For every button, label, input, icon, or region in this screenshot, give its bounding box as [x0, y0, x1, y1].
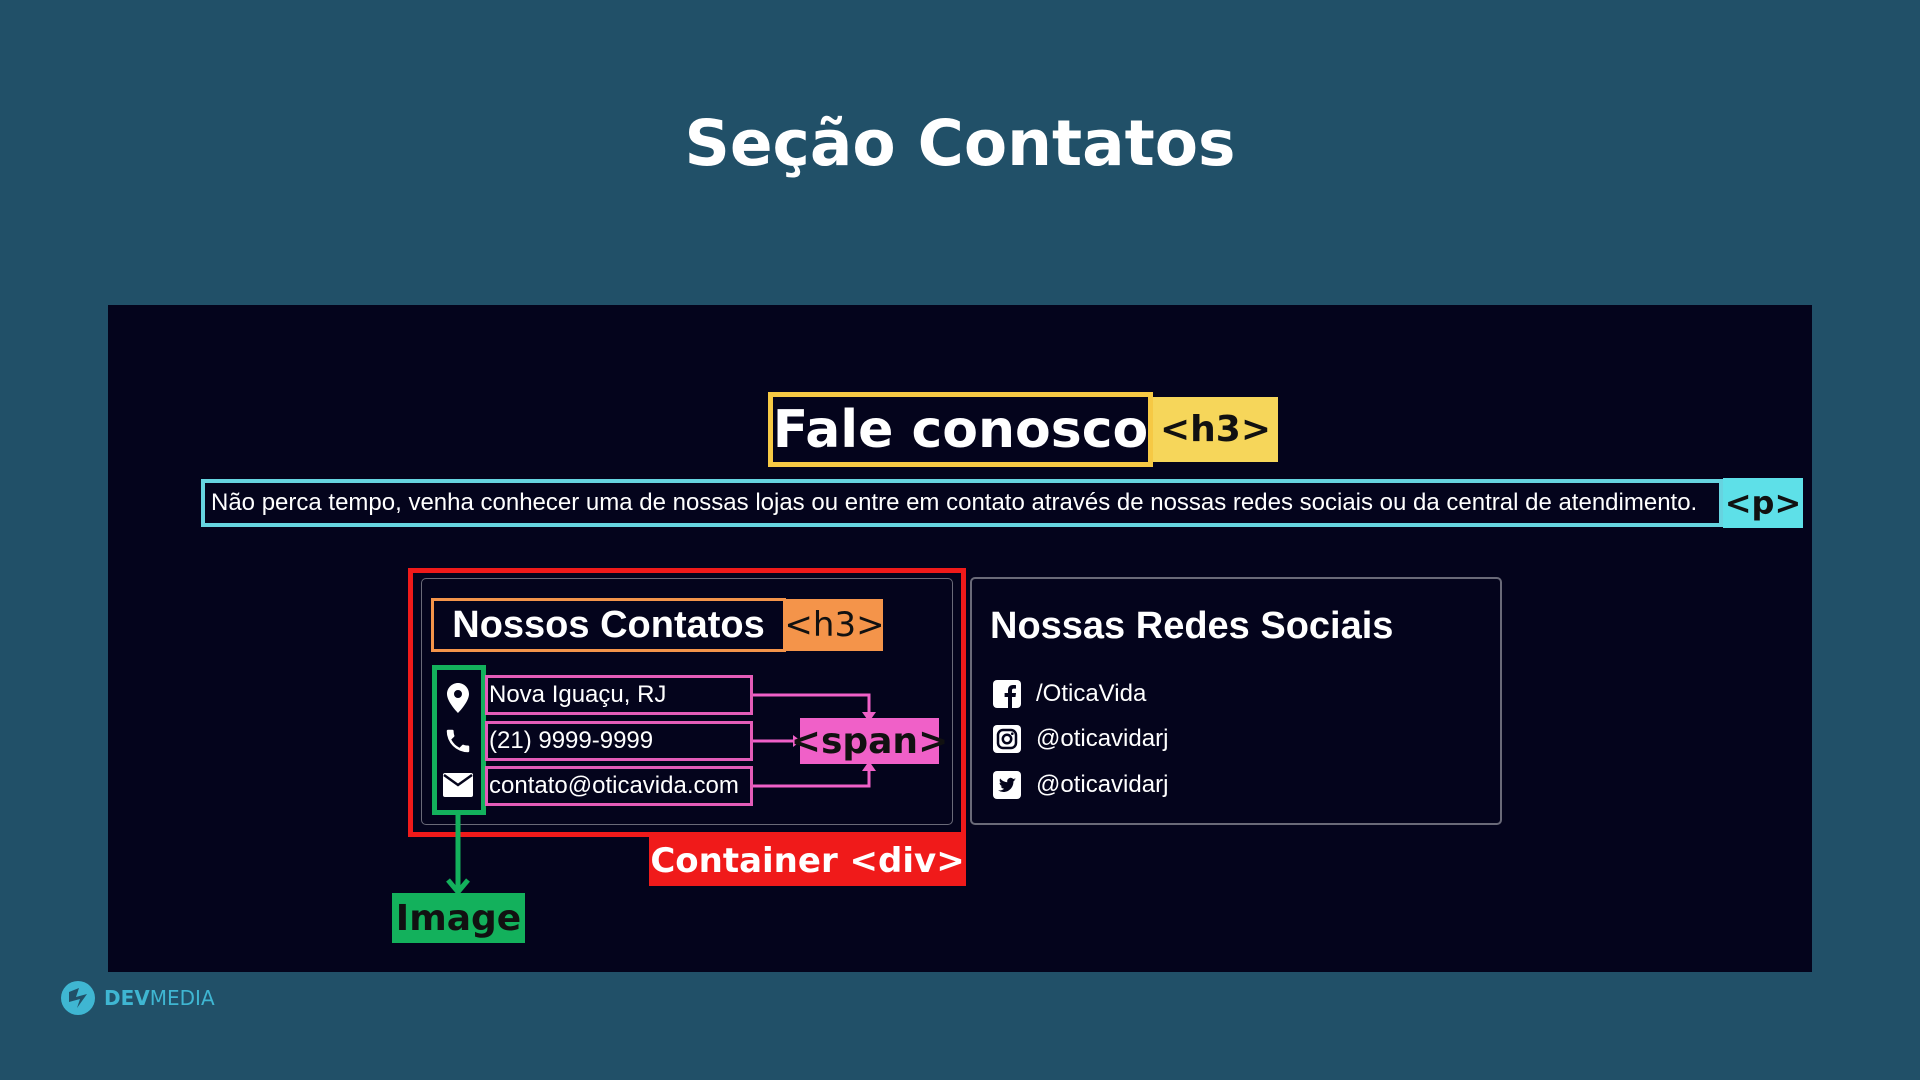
h3-highlight-box [768, 392, 1153, 467]
devmedia-logo-icon [61, 981, 95, 1015]
brand-dev: DEV [104, 986, 150, 1010]
contacts-h3-tag-label: <h3> [784, 599, 885, 651]
fale-conosco-heading: Fale conosco [772, 399, 1149, 460]
social-twitter[interactable]: @oticavidarj [1036, 771, 1169, 798]
social-card [970, 577, 1502, 825]
social-heading: Nossas Redes Sociais [990, 604, 1394, 647]
brand-media: MEDIA [149, 986, 215, 1010]
social-instagram[interactable]: @oticavidarj [1036, 725, 1169, 752]
devmedia-logo: DEVMEDIA [60, 980, 215, 1016]
image-highlight-box [432, 665, 486, 815]
p-tag-label: <p> [1723, 478, 1803, 528]
span-highlight-box [485, 766, 753, 806]
contact-phone: (21) 9999-9999 [489, 727, 654, 754]
twitter-icon [990, 768, 1024, 802]
slide-title: Seção Contatos [684, 107, 1236, 180]
intro-paragraph: Não perca tempo, venha conhecer uma de n… [211, 489, 1698, 516]
facebook-icon [990, 677, 1024, 711]
contact-email: contato@oticavida.com [489, 772, 739, 799]
phone-icon [440, 723, 476, 759]
social-facebook[interactable]: /OticaVida [1036, 680, 1147, 707]
span-highlight-box [485, 675, 753, 715]
instagram-icon [990, 722, 1024, 756]
contacts-h3-highlight-box [431, 598, 786, 652]
container-div-tag-label: Container <div> [649, 836, 966, 886]
contacts-card [421, 578, 953, 825]
span-tag-label: <span> [791, 718, 948, 764]
p-highlight-box [201, 479, 1723, 527]
span-highlight-box [485, 721, 753, 761]
container-div-highlight [408, 568, 966, 837]
contacts-heading: Nossos Contatos [452, 603, 765, 646]
image-tag-label: Image [392, 893, 525, 943]
h3-tag-label: <h3> [1153, 397, 1278, 462]
envelope-icon [440, 767, 476, 803]
map-marker-icon [440, 680, 476, 716]
contact-address: Nova Iguaçu, RJ [489, 681, 667, 708]
